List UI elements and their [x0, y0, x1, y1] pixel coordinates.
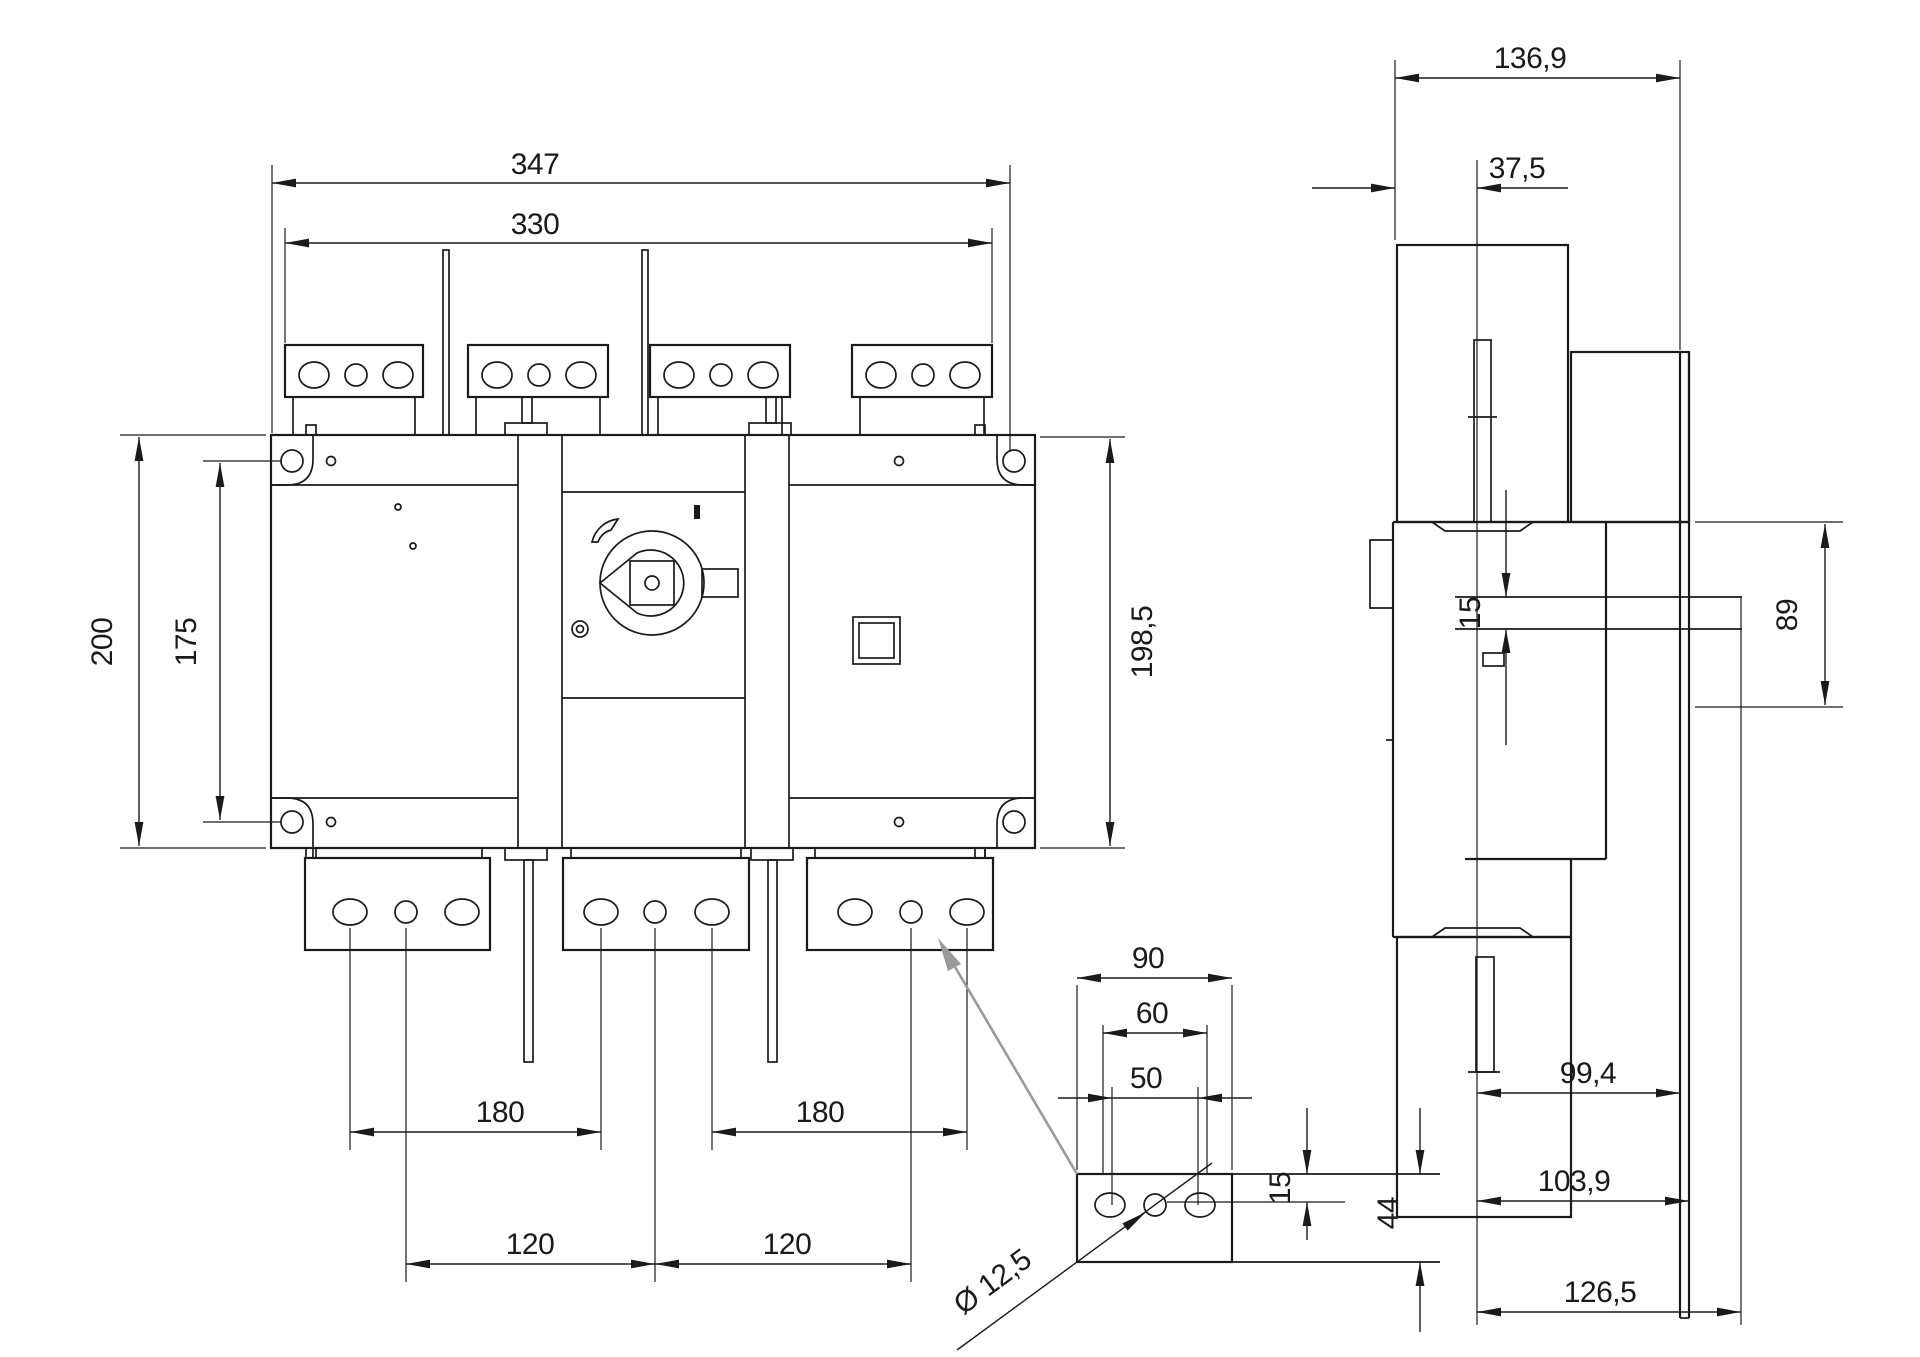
- mount-hole: [1002, 449, 1026, 473]
- screw: [571, 620, 589, 638]
- dim-side-rear-height: 89: [1771, 599, 1804, 631]
- dim-side-d2: 103,9: [1538, 1165, 1611, 1198]
- dim-center-pitch-1: 120: [506, 1228, 555, 1261]
- handle-tab: [701, 568, 739, 598]
- case-outline: [269, 433, 1037, 850]
- side-dimensions: 136,9 37,5 15 89 99,4 103,9 126,5: [1312, 42, 1843, 1317]
- dim-side-d1: 99,4: [1560, 1057, 1616, 1090]
- dim-front-terminal-width: 330: [511, 208, 560, 241]
- dim-detail-w2: 60: [1136, 997, 1168, 1030]
- dim-detail-height: 44: [1372, 1197, 1405, 1229]
- dim-pole-pitch-1: 180: [476, 1096, 525, 1129]
- front-view: 347 330 200 175 198,5: [86, 148, 1159, 1282]
- dim-center-pitch-2: 120: [763, 1228, 812, 1261]
- detail-callout-line: [946, 954, 1079, 1175]
- dim-front-overall-width: 347: [511, 148, 560, 181]
- side-view: 136,9 37,5 15 89 99,4 103,9 126,5: [1312, 42, 1843, 1325]
- mounting-brackets: [271, 424, 1035, 859]
- side-top-terminal: [1395, 243, 1570, 524]
- dim-side-depth-total: 136,9: [1494, 42, 1567, 75]
- detail-slot-hole: [1184, 1192, 1216, 1218]
- bottom-phase-barriers: [504, 847, 794, 1063]
- dim-detail-w1: 90: [1132, 942, 1164, 975]
- dim-side-d3: 126,5: [1564, 1276, 1637, 1309]
- detail-plate: [1075, 1172, 1234, 1264]
- detail-dimensions: 90 60 50 15 44 Ø 12,5: [948, 942, 1425, 1351]
- side-left-tab: [1369, 539, 1393, 609]
- detail-slot-hole: [1094, 1192, 1126, 1218]
- side-rear-hump: [1569, 350, 1691, 524]
- dim-detail-edge-offset: 15: [1264, 1172, 1297, 1204]
- dim-front-height: 200: [86, 618, 119, 667]
- mount-hole: [1002, 810, 1026, 834]
- dim-pole-pitch-2: 180: [796, 1096, 845, 1129]
- position-arc: [590, 517, 620, 543]
- diameter-leader-arrow: [1122, 1212, 1146, 1231]
- top-phase-barriers: [442, 249, 792, 436]
- side-bottom-terminal: [1395, 935, 1573, 1219]
- mount-hole: [280, 810, 304, 834]
- dim-side-front-offset: 37,5: [1489, 152, 1545, 185]
- position-mark-on: [694, 505, 700, 519]
- indicator-window: [852, 616, 901, 665]
- dim-detail-w3: 50: [1130, 1062, 1162, 1095]
- dim-front-height-right: 198,5: [1126, 606, 1159, 679]
- mount-hole: [280, 449, 304, 473]
- bottom-terminal-blocks: [303, 848, 995, 952]
- detail-round-hole: [1143, 1193, 1167, 1217]
- dim-detail-hole-diameter: Ø 12,5: [948, 1243, 1038, 1321]
- dim-front-hole-pitch: 175: [170, 618, 203, 667]
- dim-side-bracket-thickness: 15: [1454, 597, 1487, 629]
- front-dimensions: 347 330 200 175 198,5: [86, 148, 1159, 1282]
- detail-callout-arrow: [938, 938, 961, 971]
- detail-view: 90 60 50 15 44 Ø 12,5: [938, 938, 1440, 1351]
- top-terminal-blocks: [283, 343, 994, 435]
- rotary-handle: [571, 505, 739, 638]
- handle-pointer: [598, 549, 685, 617]
